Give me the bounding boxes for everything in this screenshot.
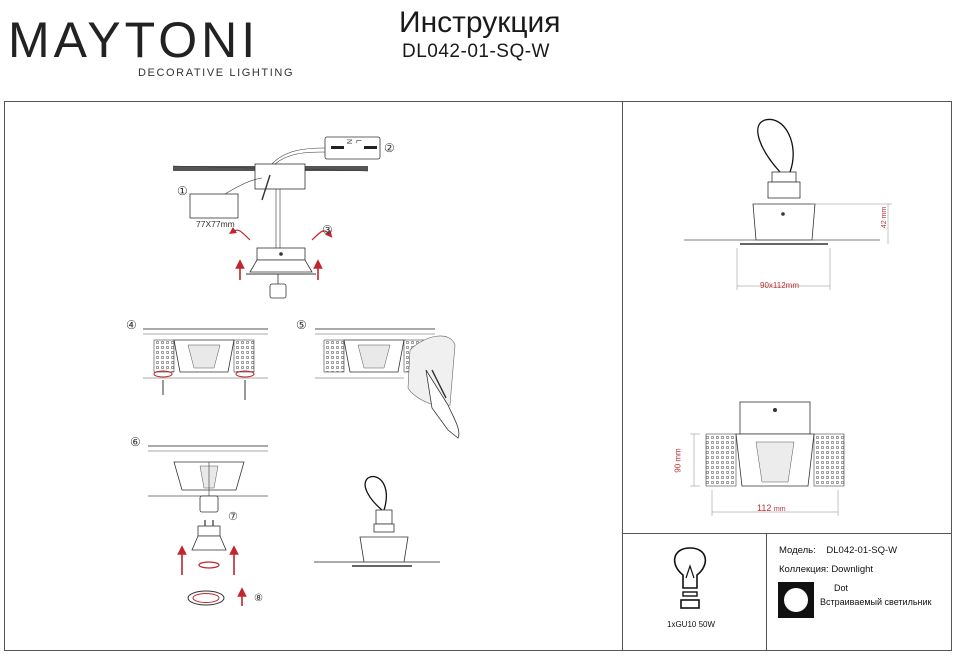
step-8-number: ⑧ — [254, 593, 263, 604]
brand-tagline: DECORATIVE LIGHTING — [138, 67, 295, 79]
terminal-l-label: L — [354, 139, 362, 144]
collection-row: Коллекция: Downlight — [779, 564, 873, 575]
step-6-number: ⑥ — [130, 435, 141, 449]
series-value: Dot — [834, 583, 849, 593]
model-code: DL042-01-SQ-W — [402, 41, 550, 62]
step-4-drawing — [143, 328, 268, 400]
side-view-drawing — [684, 118, 892, 290]
bottom-dimension-value: 112 — [757, 503, 772, 513]
ip-square-icon — [778, 582, 814, 618]
step-3-number: ③ — [322, 223, 333, 237]
lamp-spec: 1xGU10 50W — [667, 620, 716, 629]
height-dimension-label: 42 mm — [881, 206, 889, 229]
model-value: DL042-01-SQ-W — [826, 545, 898, 556]
step-7-number: ⑦ — [228, 511, 238, 523]
instruction-frame — [4, 101, 952, 651]
bottom-dimension-label: 112 mm — [757, 503, 786, 513]
column-divider — [622, 101, 623, 651]
step-2-number: ② — [384, 141, 395, 155]
page-title: Инструкция — [399, 6, 561, 39]
bulb-icon — [673, 547, 707, 609]
front-view-drawing — [690, 401, 845, 516]
installed-fixture-drawing — [314, 475, 440, 567]
step-1-3-drawing — [172, 136, 381, 299]
width-dimension-label: 90x112mm — [760, 281, 799, 290]
model-label: Модель: — [779, 545, 816, 556]
collection-value: Downlight — [831, 564, 874, 575]
cutout-size-label: 77X77mm — [196, 219, 235, 229]
side-dimension-label: 90 mm — [673, 448, 683, 473]
brand-logo: MAYTONI — [8, 12, 260, 68]
collection-label: Коллекция: — [779, 564, 829, 575]
step-1-number: ① — [177, 184, 188, 198]
step-4-number: ④ — [126, 318, 137, 332]
terminal-n-label: N — [345, 138, 353, 145]
step-5-number: ⑤ — [296, 318, 307, 332]
model-row: Модель: DL042-01-SQ-W — [779, 545, 897, 556]
bottom-dimension-unit: mm — [773, 506, 786, 513]
info-divider — [622, 533, 952, 534]
fixture-type: Встраиваемый светильник — [820, 597, 932, 607]
step-6-8-drawing — [148, 445, 268, 606]
info-column-divider — [766, 533, 767, 651]
step-5-drawing — [315, 328, 460, 439]
